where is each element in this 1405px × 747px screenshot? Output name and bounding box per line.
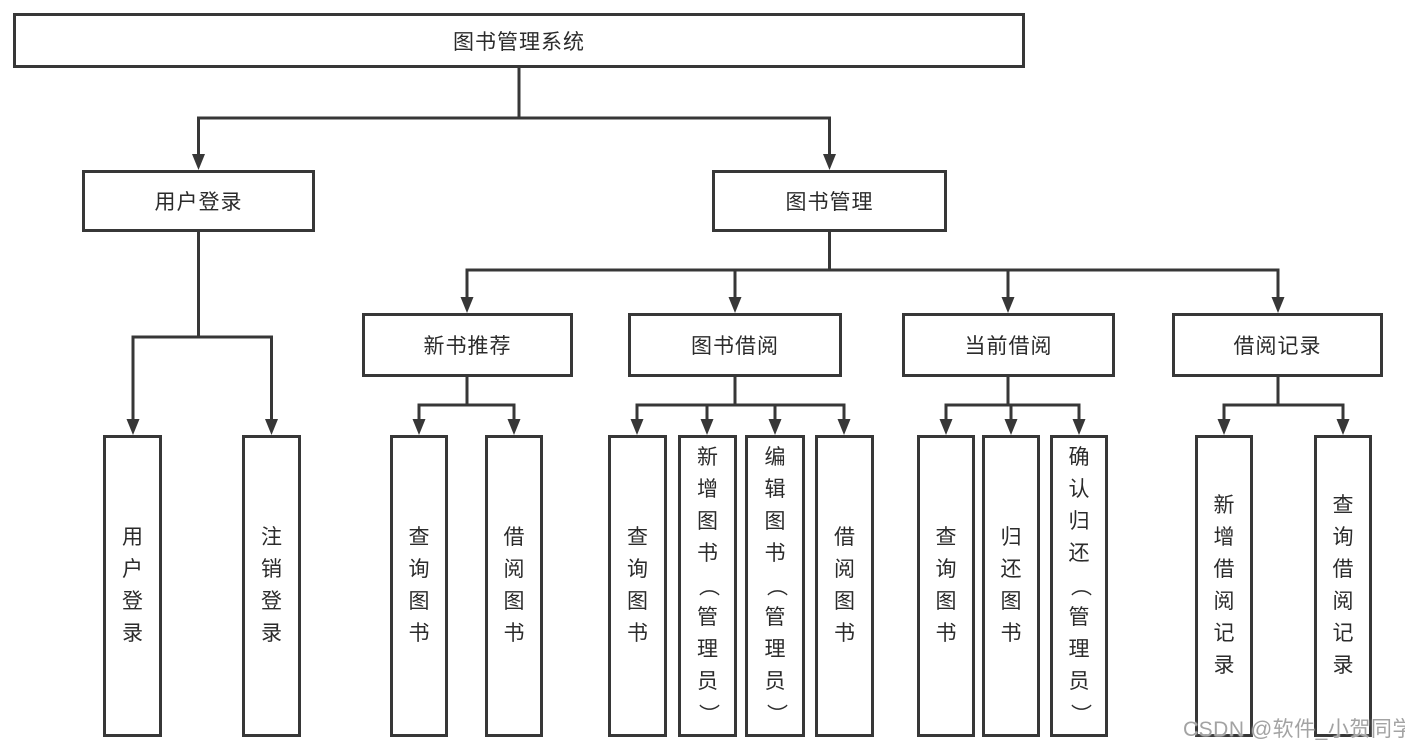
leaf-query-books-recommend: 查询图书 — [390, 435, 448, 737]
node-user-login: 用户登录 — [82, 170, 315, 232]
node-book-borrow: 图书借阅 — [628, 313, 842, 377]
leaf-logout: 注销登录 — [242, 435, 301, 737]
leaf-label: 查询图书 — [627, 526, 648, 645]
leaf-label: 借阅图书 — [834, 526, 855, 645]
leaf-confirm-return-admin: 确认归还（管理员） — [1050, 435, 1108, 737]
leaf-label: 新增借阅记录 — [1213, 494, 1235, 677]
leaf-borrow-books-recommend: 借阅图书 — [485, 435, 543, 737]
leaf-query-books-current: 查询图书 — [917, 435, 975, 737]
leaf-user-login: 用户登录 — [103, 435, 162, 737]
node-label: 借阅记录 — [1233, 335, 1322, 358]
leaf-label: 查询借阅记录 — [1332, 494, 1354, 677]
leaf-query-books-borrow: 查询图书 — [608, 435, 667, 737]
node-label: 当前借阅 — [964, 335, 1053, 358]
node-label: 图书借阅 — [691, 335, 779, 358]
leaf-label: 确认归还（管理员） — [1068, 446, 1091, 725]
leaf-label: 借阅图书 — [503, 526, 525, 645]
leaf-borrow-books: 借阅图书 — [815, 435, 874, 737]
leaf-label: 用户登录 — [122, 526, 143, 645]
leaf-label: 归还图书 — [1000, 526, 1022, 645]
leaf-label: 查询图书 — [408, 526, 430, 645]
node-library-management-system: 图书管理系统 — [13, 13, 1025, 68]
node-label: 图书管理系统 — [453, 30, 585, 54]
leaf-label: 注销登录 — [261, 526, 282, 645]
leaf-add-book-admin: 新增图书（管理员） — [678, 435, 737, 737]
node-borrow-records: 借阅记录 — [1172, 313, 1383, 377]
node-book-management: 图书管理 — [712, 170, 947, 232]
node-new-book-recommend: 新书推荐 — [362, 313, 573, 377]
node-label: 图书管理 — [785, 191, 874, 214]
leaf-query-borrow-record: 查询借阅记录 — [1314, 435, 1372, 737]
leaf-label: 编辑图书（管理员） — [764, 446, 787, 725]
leaf-add-borrow-record: 新增借阅记录 — [1195, 435, 1253, 737]
csdn-watermark: CSDN @软件_小贺同学 — [1183, 718, 1405, 741]
leaf-label: 查询图书 — [935, 526, 957, 645]
node-label: 用户登录 — [154, 191, 243, 214]
leaf-return-books: 归还图书 — [982, 435, 1040, 737]
leaf-edit-book-admin: 编辑图书（管理员） — [745, 435, 805, 737]
node-label: 新书推荐 — [423, 335, 512, 358]
node-current-borrow: 当前借阅 — [902, 313, 1115, 377]
leaf-label: 新增图书（管理员） — [696, 446, 720, 725]
